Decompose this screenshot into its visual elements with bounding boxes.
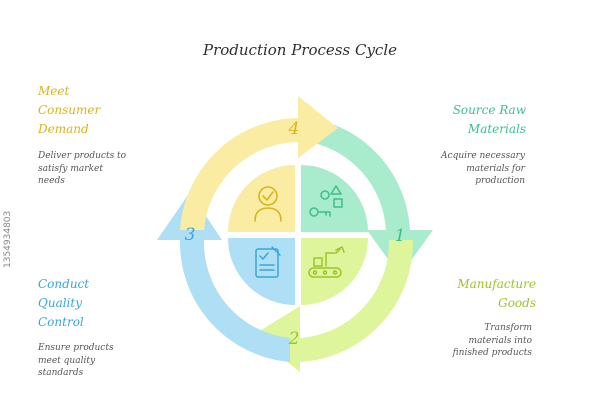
step-number-1: 1: [395, 226, 406, 246]
arc-arrow-3: [157, 192, 290, 362]
step-1-description: Acquire necessary materials for producti…: [441, 151, 525, 186]
checklist-icon: [255, 246, 281, 278]
stock-image-id: 1354934803: [3, 210, 13, 268]
shapes-key-icon: [309, 185, 343, 217]
step-1-heading: Source Raw Materials: [452, 103, 526, 136]
step-4-description: Deliver products to satisfy market needs: [38, 151, 127, 186]
diagram-title: Production Process Cycle: [202, 41, 397, 59]
conveyor-belt-icon: [308, 246, 345, 278]
arc-arrow-2: [253, 240, 414, 372]
step-2-heading: Manufacture Goods: [457, 277, 536, 310]
step-number-4: 4: [288, 119, 300, 139]
step-number-3: 3: [185, 225, 196, 245]
arc-arrow-4: [180, 96, 338, 230]
step-3-heading: Conduct Quality Control: [38, 277, 90, 329]
step-3-description: Ensure products meet quality standards: [38, 343, 114, 378]
arc-arrow-1: [310, 118, 433, 276]
step-number-2: 2: [288, 329, 300, 349]
step-2-description: Transform materials into finished produc…: [452, 323, 532, 358]
person-check-icon: [254, 186, 282, 222]
quadrant-3: [228, 238, 295, 305]
step-4-heading: Meet Consumer Demand: [38, 84, 101, 136]
quadrant-4: [228, 165, 295, 232]
